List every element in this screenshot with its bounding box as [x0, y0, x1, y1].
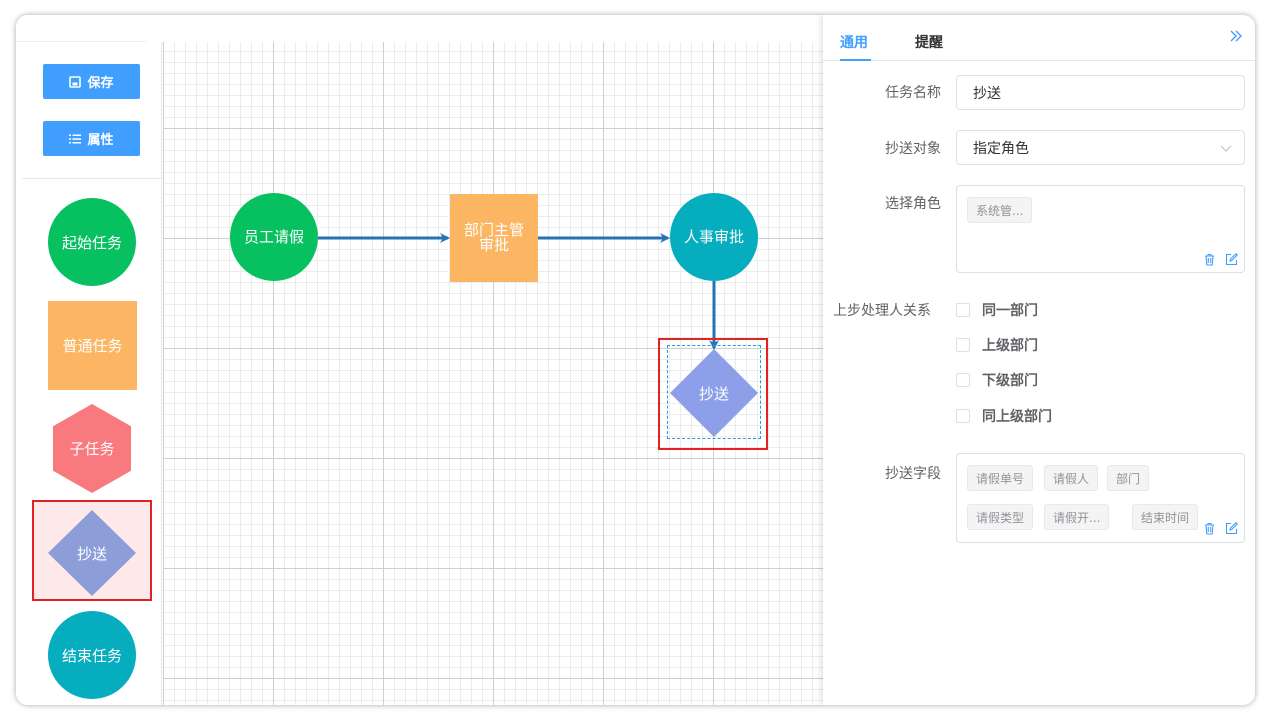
- panel-tabs: 通用 提醒: [823, 15, 1255, 61]
- select-role-label: 选择角色: [885, 196, 941, 212]
- field-tag: 部门: [1107, 465, 1150, 491]
- palette-cc-task-label: 抄送: [76, 544, 107, 563]
- edit-icon[interactable]: [1225, 520, 1238, 535]
- palette-cc-task[interactable]: 抄送: [32, 500, 152, 601]
- canvas-toolbar-strip: [147, 15, 823, 42]
- palette-start-task[interactable]: 起始任务: [48, 198, 136, 286]
- cc-target-label: 抄送对象: [885, 141, 941, 157]
- prev-relation-label: 上步处理人关系: [833, 303, 931, 319]
- checkbox-box[interactable]: [956, 373, 970, 387]
- checkbox-same-upper-dept[interactable]: 同上级部门: [956, 406, 1052, 426]
- active-tab-indicator: [840, 59, 871, 61]
- checkbox-same-dept[interactable]: 同一部门: [956, 300, 1038, 320]
- checkbox-upper-dept-label: 上级部门: [982, 338, 1038, 354]
- cc-target-value: 指定角色: [973, 140, 1029, 157]
- node-cc-diamond: [670, 349, 758, 437]
- palette-sub-task-label: 子任务: [69, 440, 115, 458]
- checkbox-box[interactable]: [956, 409, 970, 423]
- checkbox-lower-dept-label: 下级部门: [982, 373, 1038, 389]
- selection-outline: [667, 345, 761, 439]
- node-employee-leave[interactable]: 员工请假: [230, 193, 318, 281]
- task-name-input[interactable]: 抄送: [956, 75, 1245, 110]
- palette-sub-task[interactable]: 子任务: [53, 404, 131, 493]
- field-tag: 请假单号: [967, 465, 1034, 491]
- chevron-down-icon: [1220, 142, 1232, 154]
- field-tag: 请假人: [1044, 465, 1099, 491]
- role-tag: 系统管...: [967, 197, 1033, 223]
- save-button-label: 保存: [87, 76, 114, 91]
- list-icon: [69, 133, 82, 145]
- save-button[interactable]: 保存: [43, 64, 140, 99]
- edit-icon[interactable]: [1225, 251, 1238, 266]
- field-tag: 请假类型: [967, 504, 1034, 530]
- checkbox-box[interactable]: [956, 303, 970, 317]
- properties-panel: 通用 提醒 任务名称 抄送 抄送对象 指定角色 选择角色 系统管...: [823, 15, 1255, 705]
- palette-end-task[interactable]: 结束任务: [48, 611, 136, 699]
- task-name-value: 抄送: [973, 85, 1001, 102]
- palette-normal-task[interactable]: 普通任务: [48, 301, 137, 390]
- checkbox-upper-dept[interactable]: 上级部门: [956, 335, 1038, 355]
- cc-fields-label: 抄送字段: [885, 466, 941, 482]
- node-cc-label: 抄送: [698, 384, 729, 403]
- checkbox-same-upper-dept-label: 同上级部门: [982, 409, 1052, 425]
- field-tag: 请假开...: [1044, 504, 1110, 530]
- palette-header: [16, 15, 162, 42]
- checkbox-box[interactable]: [956, 338, 970, 352]
- tab-reminder[interactable]: 提醒: [915, 35, 943, 51]
- palette-normal-task-label: 普通任务: [62, 337, 123, 355]
- node-dept-approval[interactable]: 部门主管审批: [450, 194, 538, 282]
- palette-end-task-label: 结束任务: [61, 646, 122, 665]
- delete-icon[interactable]: [1203, 251, 1216, 266]
- properties-button-label: 属性: [87, 133, 114, 148]
- cc-fields-tag-box[interactable]: 请假单号 请假人 部门 请假类型 请假开... 结束时间: [956, 453, 1245, 543]
- checkbox-lower-dept[interactable]: 下级部门: [956, 370, 1038, 390]
- delete-icon[interactable]: [1203, 520, 1216, 535]
- tab-general[interactable]: 通用: [840, 35, 868, 51]
- palette-cc-diamond: 抄送: [48, 510, 136, 596]
- flow-canvas[interactable]: 员工请假 部门主管审批 人事审批 抄送: [163, 42, 823, 705]
- checkbox-same-dept-label: 同一部门: [982, 303, 1038, 319]
- field-tag: 结束时间: [1132, 504, 1199, 530]
- collapse-panel-icon[interactable]: [1228, 28, 1244, 44]
- node-employee-leave-label: 员工请假: [243, 227, 304, 246]
- role-tag-box[interactable]: 系统管...: [956, 185, 1245, 273]
- node-dept-approval-label: 部门主管审批: [463, 221, 524, 254]
- app-window: 保存 属性 起始任务 普通任务 子任务 抄送 结束任务: [16, 15, 1255, 705]
- properties-button[interactable]: 属性: [43, 121, 140, 156]
- palette-divider: [22, 178, 162, 179]
- shape-palette: 保存 属性 起始任务 普通任务 子任务 抄送 结束任务: [16, 15, 162, 705]
- cc-target-select[interactable]: 指定角色: [956, 130, 1245, 165]
- node-hr-approval-label: 人事审批: [683, 227, 744, 246]
- palette-start-task-label: 起始任务: [61, 233, 122, 252]
- node-cc-selected[interactable]: 抄送: [658, 338, 768, 450]
- task-name-label: 任务名称: [885, 85, 941, 101]
- node-hr-approval[interactable]: 人事审批: [670, 193, 758, 281]
- save-icon: [69, 75, 82, 88]
